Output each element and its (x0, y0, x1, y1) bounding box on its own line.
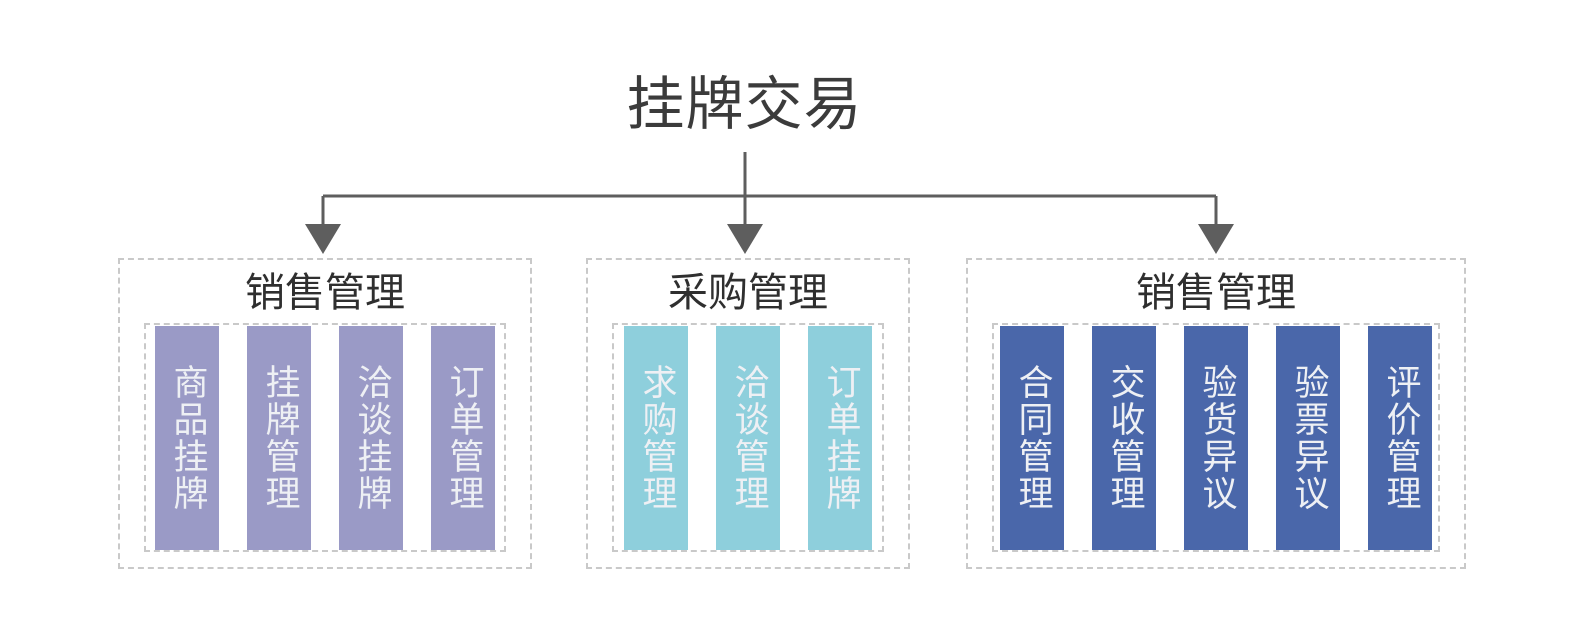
root-node-title: 挂牌交易 (626, 70, 863, 138)
card-item[interactable]: 挂牌管理 (247, 325, 311, 550)
group-procurement-management[interactable]: 采购管理 求购管理 洽谈管理 订单挂牌 (586, 258, 910, 569)
group-title: 采购管理 (668, 270, 828, 316)
card-label: 求购管理 (636, 363, 677, 512)
card-item[interactable]: 评价管理 (1368, 325, 1432, 550)
card-label: 交收管理 (1104, 363, 1145, 512)
group-title: 销售管理 (1136, 270, 1296, 316)
group-title: 销售管理 (245, 270, 405, 316)
card-label: 验票异议 (1288, 363, 1329, 512)
card-label: 挂牌管理 (259, 363, 300, 512)
group-sales-management-left[interactable]: 销售管理 商品挂牌 挂牌管理 洽谈挂牌 订单管理 (118, 258, 532, 569)
card-item[interactable]: 订单管理 (431, 325, 495, 550)
card-list: 合同管理 交收管理 验货异议 验票异议 评价管理 (986, 325, 1446, 550)
card-item[interactable]: 验货异议 (1184, 325, 1248, 550)
card-list: 求购管理 洽谈管理 订单挂牌 (610, 325, 886, 550)
group-sales-management-right[interactable]: 销售管理 合同管理 交收管理 验货异议 验票异议 评价管理 (966, 258, 1466, 569)
card-label: 验货异议 (1196, 363, 1237, 512)
card-item[interactable]: 合同管理 (1000, 325, 1064, 550)
arrowhead-group-1 (305, 224, 341, 254)
group-items-container: 商品挂牌 挂牌管理 洽谈挂牌 订单管理 (144, 323, 506, 552)
card-list: 商品挂牌 挂牌管理 洽谈挂牌 订单管理 (141, 325, 509, 550)
arrowhead-group-3 (1198, 224, 1234, 254)
card-item[interactable]: 验票异议 (1276, 325, 1340, 550)
card-item[interactable]: 交收管理 (1092, 325, 1156, 550)
card-label: 订单管理 (443, 363, 484, 512)
card-item[interactable]: 洽谈挂牌 (339, 325, 403, 550)
card-label: 评价管理 (1380, 363, 1421, 512)
card-item[interactable]: 商品挂牌 (155, 325, 219, 550)
card-item[interactable]: 订单挂牌 (808, 325, 872, 550)
arrowhead-group-2 (727, 224, 763, 254)
group-items-container: 合同管理 交收管理 验货异议 验票异议 评价管理 (992, 323, 1440, 552)
card-label: 合同管理 (1012, 363, 1053, 512)
card-label: 商品挂牌 (167, 363, 208, 512)
card-label: 洽谈挂牌 (351, 363, 392, 512)
card-item[interactable]: 求购管理 (624, 325, 688, 550)
group-items-container: 求购管理 洽谈管理 订单挂牌 (612, 323, 884, 552)
card-item[interactable]: 洽谈管理 (716, 325, 780, 550)
card-label: 洽谈管理 (728, 363, 769, 512)
card-label: 订单挂牌 (820, 363, 861, 512)
